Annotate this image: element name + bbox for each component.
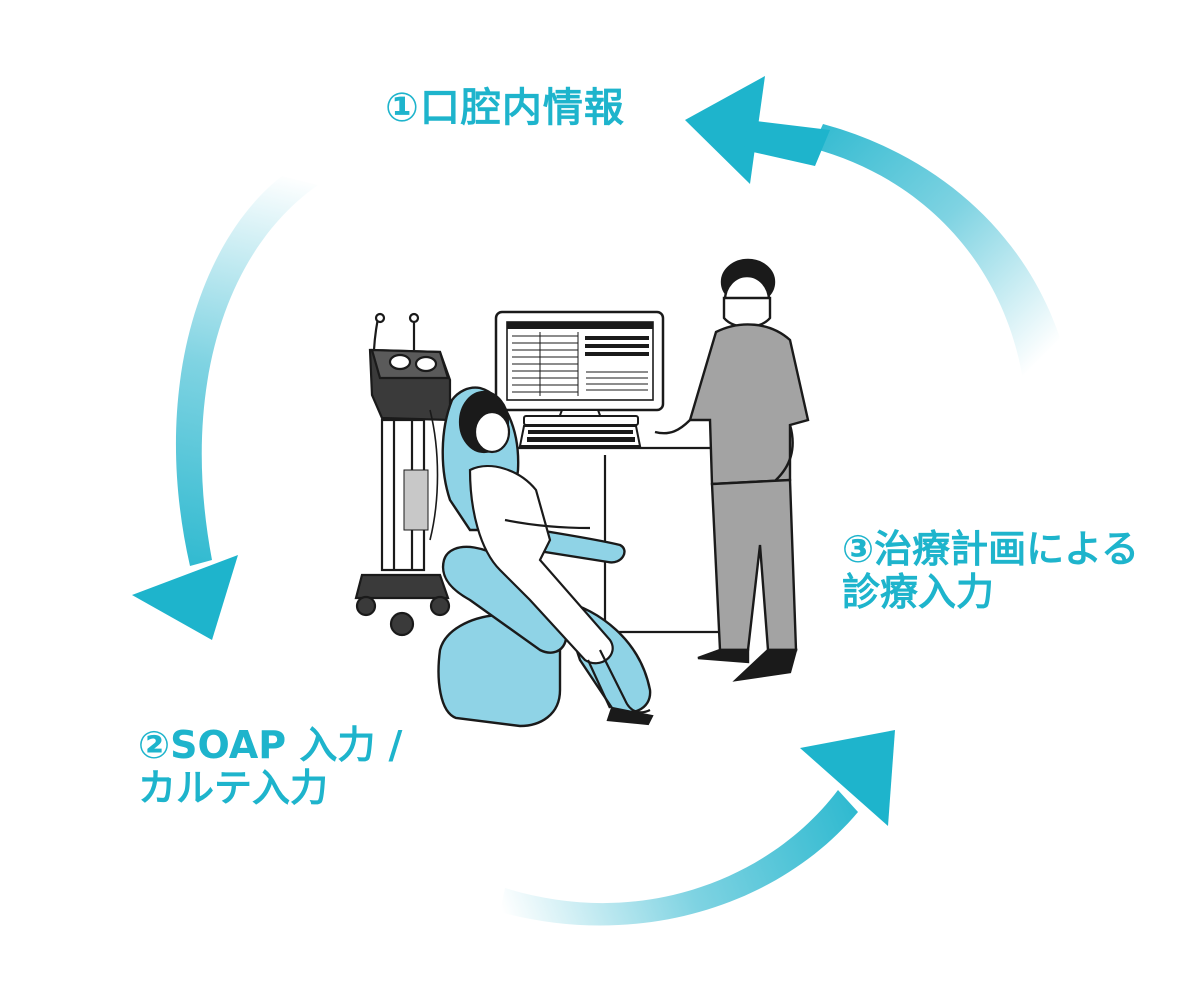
step-3-label: ③治療計画による 診療入力 bbox=[842, 528, 1139, 613]
cycle-arrow-icon bbox=[132, 176, 318, 640]
step-3-line-2: 診療入力 bbox=[842, 569, 995, 614]
cycle-arrow-icon bbox=[500, 730, 895, 926]
cycle-arrow-icon bbox=[685, 76, 1070, 380]
step-2-line-1: ②SOAP 入力 / bbox=[138, 723, 403, 767]
step-1-line-1: ①口腔内情報 bbox=[385, 85, 625, 131]
keyboard-icon bbox=[518, 425, 642, 447]
step-2-label: ②SOAP 入力 / カルテ入力 bbox=[138, 724, 402, 809]
step-3-line-1: ③治療計画による bbox=[842, 527, 1140, 571]
patient-icon bbox=[458, 390, 654, 726]
step-1-label: ①口腔内情報 bbox=[385, 86, 625, 131]
doctor-icon bbox=[654, 258, 810, 682]
dental-unit-icon bbox=[354, 312, 452, 637]
monitor-icon bbox=[494, 310, 665, 426]
step-2-line-2: カルテ入力 bbox=[138, 765, 329, 810]
